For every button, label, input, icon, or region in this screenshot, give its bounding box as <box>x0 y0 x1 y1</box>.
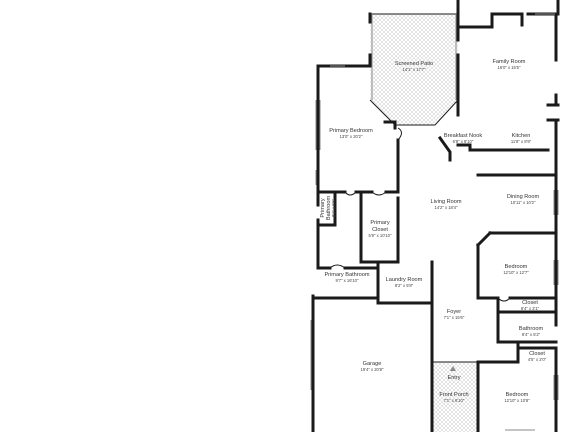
primary-closet-dims: 5'9" x 10'10" <box>369 233 392 238</box>
laundry-room-label: Laundry Room <box>386 277 423 283</box>
primary-bathroom-small-dims: 8'1" x 5'5" <box>331 198 336 217</box>
walls <box>311 0 560 432</box>
bedroom-2-label: Bedroom <box>506 392 529 398</box>
room-labels: Screened Patio 14'1" x 17'7" Family Room… <box>320 59 547 403</box>
kitchen-label: Kitchen <box>512 133 531 139</box>
screened-patio-dims: 14'1" x 17'7" <box>403 67 426 72</box>
bedroom-2-dims: 12'10" x 10'8" <box>504 398 530 403</box>
family-room-dims: 16'0" x 15'5" <box>498 65 521 70</box>
family-room-label: Family Room <box>493 59 526 65</box>
doors <box>329 127 511 302</box>
closet-2-label: Closet <box>529 351 545 357</box>
primary-bathroom-small-label-2: Bathroom <box>326 196 332 221</box>
screened-patio-area <box>369 13 459 126</box>
breakfast-nook-dims: 6'8" x 8'10" <box>453 139 474 144</box>
bathroom-dims: 8'4" x 5'2" <box>522 332 541 337</box>
primary-bedroom-dims: 13'0" x 20'2" <box>340 134 363 139</box>
closet-2-dims: 4'5" x 2'0" <box>528 357 547 362</box>
closet-1-dims: 8'4" x 2'1" <box>521 306 540 311</box>
entry-label: Entry <box>447 375 460 381</box>
living-room-dims: 14'2" x 18'4" <box>435 205 458 210</box>
garage-dims: 19'4" x 20'8" <box>361 367 384 372</box>
primary-bathroom-label: Primary Bathroom <box>324 272 369 278</box>
breakfast-nook-label: Breakfast Nook <box>444 133 482 139</box>
primary-bathroom-dims: 9'7" x 16'10" <box>336 278 359 283</box>
windows <box>310 13 559 431</box>
primary-closet-label-2: Closet <box>372 227 388 233</box>
laundry-room-dims: 8'2" x 5'8" <box>395 283 414 288</box>
garage-label: Garage <box>363 361 382 367</box>
primary-bedroom-label: Primary Bedroom <box>329 128 373 134</box>
foyer-label: Foyer <box>447 309 461 315</box>
bedroom-1-dims: 12'10" x 12'7" <box>503 270 529 275</box>
bathroom-label: Bathroom <box>519 326 544 332</box>
dining-room-label: Dining Room <box>507 194 540 200</box>
front-porch-dims: 7'1" x 6'10" <box>444 398 465 403</box>
front-porch-label: Front Porch <box>439 392 468 398</box>
screened-patio-label: Screened Patio <box>395 61 433 67</box>
living-room-label: Living Room <box>430 199 461 205</box>
entry-arrow-icon <box>450 366 456 371</box>
primary-bathroom-small-label-group: Primary Bathroom 8'1" x 5'5" <box>320 196 336 221</box>
kitchen-dims: 11'8" x 8'9" <box>511 139 532 144</box>
dining-room-dims: 10'11" x 10'2" <box>511 200 536 205</box>
primary-bathroom-small-label-1: Primary <box>320 198 326 217</box>
primary-closet-label-1: Primary <box>370 220 389 226</box>
bedroom-1-label: Bedroom <box>505 264 528 270</box>
front-porch-area <box>433 361 478 432</box>
foyer-dims: 7'1" x 15'6" <box>444 315 465 320</box>
closet-1-label: Closet <box>522 300 538 306</box>
